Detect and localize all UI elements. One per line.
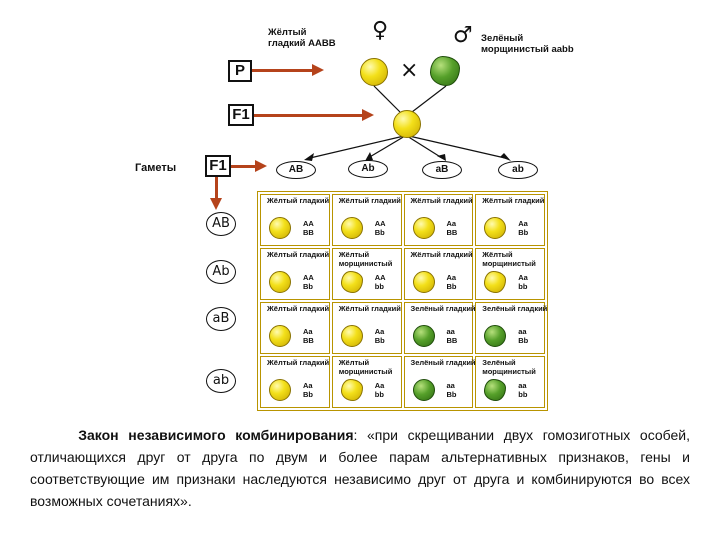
punnett-cell: Жёлтый гладкий Aa Bb (403, 248, 474, 300)
male-symbol-icon: ♂ (453, 23, 473, 48)
cell-genotype: Aa BB (446, 219, 458, 237)
law-caption: Закон независимого комбинирования: «при … (30, 424, 690, 512)
f1-arrow-line (254, 114, 364, 117)
cell-genotype: Aa bb (374, 381, 385, 399)
cell-genotype: AA Bb (303, 273, 314, 291)
cell-pea-icon (484, 217, 507, 239)
cell-genotype: Aa Bb (303, 381, 313, 399)
punnett-cell: Жёлтый гладкий Aa BB (260, 302, 330, 354)
punnett-cell: Зелёный морщинистый aa bb (475, 356, 545, 408)
law-title: Закон независимого комбинирования (78, 427, 354, 443)
cell-phenotype: Зелёный гладкий (482, 304, 548, 313)
cell-pea-icon (340, 271, 363, 293)
cell-pea-icon (484, 271, 507, 293)
punnett-cell: Зелёный гладкий aa Bb (475, 302, 548, 354)
cell-pea-icon (412, 271, 435, 293)
punnett-cell: Жёлтый гладкий Aa Bb (331, 302, 402, 354)
side-gamete-ab: ab (206, 369, 236, 393)
male-parent-label: Зелёный морщинистый aabb (481, 33, 574, 55)
cell-phenotype: Зелёный гладкий (410, 358, 476, 367)
cell-pea-icon (269, 271, 291, 293)
side-gamete-AB: AB (206, 212, 236, 236)
generation-f1-box: F1 (228, 104, 254, 126)
cell-genotype: Aa Bb (446, 273, 457, 291)
top-gamete-aB: aB (422, 161, 462, 179)
top-gamete-Ab: Ab (348, 160, 388, 178)
cell-genotype: aa bb (518, 381, 528, 399)
gametes-down-arrow-head (210, 198, 222, 210)
cell-phenotype: Жёлтый гладкий (338, 304, 401, 313)
cell-genotype: Aa Bb (374, 327, 385, 345)
cell-pea-icon (484, 379, 507, 401)
punnett-cell: Жёлтый гладкий Aa Bb (475, 194, 545, 246)
generation-p-box: P (228, 60, 252, 82)
cell-phenotype: Жёлтый гладкий (410, 250, 473, 259)
punnett-cell: Жёлтый гладкий Aa BB (403, 194, 474, 246)
punnett-cell: Жёлтый гладкий AA Bb (260, 248, 330, 300)
cell-phenotype: Жёлтый гладкий (267, 304, 330, 313)
gametes-label: Гаметы (135, 162, 177, 174)
cell-phenotype: Жёлтый гладкий (482, 196, 545, 205)
cell-phenotype: Жёлтый гладкий (267, 196, 330, 205)
cell-genotype: Aa BB (303, 327, 314, 345)
cell-phenotype: Жёлтый морщинистый (482, 250, 536, 268)
f1-yellow-smooth-pea (393, 110, 421, 138)
cell-pea-icon (269, 379, 291, 401)
punnett-cell: Зелёный гладкий aa Bb (403, 356, 476, 408)
cell-pea-icon (269, 217, 291, 239)
cell-genotype: Aa Bb (518, 219, 529, 237)
female-parent-label: Жёлтый гладкий AABB (268, 27, 336, 49)
cell-genotype: aa Bb (446, 381, 457, 399)
law-text: : «при скрещивании двух гомозиготных осо… (30, 427, 691, 509)
parent-green-wrinkled-pea (430, 56, 460, 86)
p-arrow-line (252, 69, 314, 72)
cell-genotype: aa Bb (518, 327, 529, 345)
cell-phenotype: Зелёный гладкий (410, 304, 476, 313)
cell-genotype: AA bb (374, 273, 386, 291)
punnett-cell: Жёлтый морщинистый Aa bb (331, 356, 402, 408)
p-arrow-head (312, 64, 324, 76)
punnett-cell: Жёлтый гладкий AA BB (260, 194, 330, 246)
cell-phenotype: Жёлтый морщинистый (338, 250, 393, 268)
side-gamete-Ab: Ab (206, 260, 236, 284)
cell-genotype: AA Bb (374, 219, 386, 237)
cell-phenotype: Жёлтый гладкий (338, 196, 401, 205)
cell-phenotype: Жёлтый морщинистый (338, 358, 393, 376)
cell-phenotype: Жёлтый гладкий (410, 196, 473, 205)
cell-pea-icon (484, 325, 507, 347)
cell-genotype: AA BB (303, 219, 314, 237)
cell-pea-icon (412, 379, 435, 401)
punnett-cell: Жёлтый гладкий Aa Bb (260, 356, 330, 408)
cell-phenotype: Жёлтый гладкий (267, 358, 330, 367)
cell-genotype: Aa bb (518, 273, 528, 291)
cell-pea-icon (412, 217, 435, 239)
punnett-cell: Жёлтый морщинистый Aa bb (475, 248, 545, 300)
cell-pea-icon (340, 379, 363, 401)
cell-genotype: aa BB (446, 327, 458, 345)
cell-pea-icon (340, 325, 363, 347)
gametes-arrow-line (231, 165, 257, 168)
punnett-cell: Жёлтый морщинистый AA bb (331, 248, 402, 300)
side-gamete-aB: aB (206, 307, 236, 331)
punnett-cell: Зелёный гладкий aa BB (403, 302, 476, 354)
gametes-arrow-head (255, 160, 267, 172)
cell-pea-icon (269, 325, 291, 347)
cross-symbol-icon: × (400, 58, 419, 83)
top-gamete-ab: ab (498, 161, 538, 179)
female-symbol-icon: ♀ (372, 18, 389, 43)
f1-arrow-head (362, 109, 374, 121)
gametes-down-arrow-line (215, 177, 218, 199)
cell-pea-icon (340, 217, 363, 239)
punnett-cell: Жёлтый гладкий AA Bb (331, 194, 402, 246)
cell-phenotype: Зелёный морщинистый (482, 358, 536, 376)
generation-f1-gametes-box: F1 (205, 155, 231, 177)
cell-pea-icon (412, 325, 435, 347)
cell-phenotype: Жёлтый гладкий (267, 250, 330, 259)
parent-yellow-smooth-pea (360, 58, 388, 86)
top-gamete-AB: AB (276, 161, 316, 179)
